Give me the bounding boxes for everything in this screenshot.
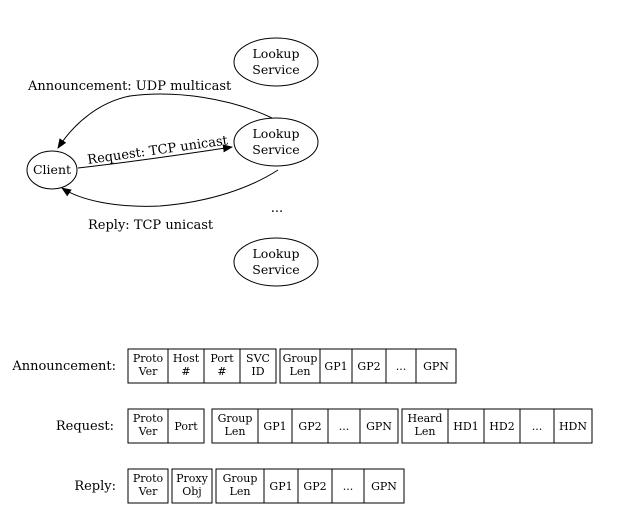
request-row-label: Request: — [56, 419, 114, 434]
request-field-hdn: HDN — [553, 408, 593, 444]
reply-field-gpn: GPN — [363, 468, 405, 504]
lookup-service-bottom-line2: Service — [252, 262, 299, 277]
field-text: HD2 — [489, 420, 514, 433]
lookup-service-top: Lookup Service — [233, 37, 319, 87]
field-text: Len — [290, 365, 311, 378]
field-text: Ver — [138, 365, 158, 378]
field-text: HD1 — [453, 420, 478, 433]
lookup-service-middle-line1: Lookup — [253, 126, 300, 141]
field-text: Group — [218, 412, 253, 425]
field-text: ID — [251, 365, 264, 378]
announcement-packet-row: Announcement:ProtoVerHost#Port#SVCIDGrou… — [11, 348, 457, 384]
field-text: Len — [225, 425, 246, 438]
request-field-hd1: HD1 — [447, 408, 485, 444]
announcement-field-gpn: GPN — [415, 348, 457, 384]
lookup-service-bottom-line1: Lookup — [253, 246, 300, 261]
field-text: Port — [210, 352, 234, 365]
field-text: HDN — [559, 420, 587, 433]
field-text: Ver — [138, 485, 158, 498]
client-node: Client — [26, 150, 78, 190]
field-text: ... — [396, 360, 407, 373]
request-arrow-label: Request: TCP unicast — [86, 133, 229, 168]
field-text: Group — [283, 352, 318, 365]
request-field-: ... — [327, 408, 361, 444]
reply-arrow-label: Reply: TCP unicast — [88, 218, 214, 233]
field-text: GP1 — [324, 360, 347, 373]
lookup-service-top-line1: Lookup — [253, 46, 300, 61]
field-text: # — [181, 365, 190, 378]
field-text: GP1 — [269, 480, 292, 493]
field-text: # — [217, 365, 226, 378]
field-text: GPN — [423, 360, 449, 373]
request-field-gpn: GPN — [359, 408, 399, 444]
field-text: ... — [339, 420, 350, 433]
lookup-service-bottom: Lookup Service — [233, 237, 319, 287]
client-label: Client — [33, 162, 71, 177]
announcement-field-host: Host# — [167, 348, 205, 384]
ellipsis-more-services: ... — [271, 201, 283, 216]
field-text: SVC — [246, 352, 270, 365]
reply-field-gp2: GP2 — [297, 468, 333, 504]
field-text: Ver — [138, 425, 158, 438]
request-field-gp1: GP1 — [257, 408, 293, 444]
reply-field-gp1: GP1 — [263, 468, 299, 504]
lookup-service-middle: Lookup Service — [233, 117, 319, 167]
announcement-field-gp2: GP2 — [351, 348, 387, 384]
announcement-field-: ... — [385, 348, 417, 384]
field-text: ... — [343, 480, 354, 493]
field-text: Obj — [182, 485, 201, 498]
lookup-service-top-line2: Service — [252, 62, 299, 77]
request-field-port: Port — [167, 408, 205, 444]
announcement-arrow — [57, 93, 273, 149]
field-text: Proto — [133, 352, 164, 365]
request-field-: ... — [519, 408, 555, 444]
request-field-hd2: HD2 — [483, 408, 521, 444]
field-text: Proto — [133, 472, 164, 485]
field-text: Len — [230, 485, 251, 498]
field-text: Group — [223, 472, 258, 485]
announcement-row-label: Announcement: — [11, 359, 116, 374]
field-text: Proxy — [176, 472, 208, 485]
reply-field-: ... — [331, 468, 365, 504]
reply-row-label: Reply: — [74, 479, 116, 494]
field-text: GPN — [371, 480, 397, 493]
announcement-field-port: Port# — [203, 348, 241, 384]
announcement-arrow-label: Announcement: UDP multicast — [27, 79, 232, 94]
field-text: GP2 — [303, 480, 326, 493]
packet-formats: Announcement:ProtoVerHost#Port#SVCIDGrou… — [11, 348, 593, 504]
field-text: Proto — [133, 412, 164, 425]
field-text: Port — [174, 420, 198, 433]
field-text: GP2 — [298, 420, 321, 433]
field-text: GPN — [366, 420, 392, 433]
lookup-service-middle-line2: Service — [252, 142, 299, 157]
field-text: GP1 — [263, 420, 286, 433]
request-arrow — [77, 144, 233, 169]
field-text: Len — [415, 425, 436, 438]
field-text: ... — [532, 420, 543, 433]
field-text: GP2 — [357, 360, 380, 373]
announcement-field-gp1: GP1 — [319, 348, 353, 384]
request-field-gp2: GP2 — [291, 408, 329, 444]
field-text: Heard — [408, 412, 443, 425]
field-text: Host — [173, 352, 200, 365]
reply-arrow — [61, 169, 279, 207]
